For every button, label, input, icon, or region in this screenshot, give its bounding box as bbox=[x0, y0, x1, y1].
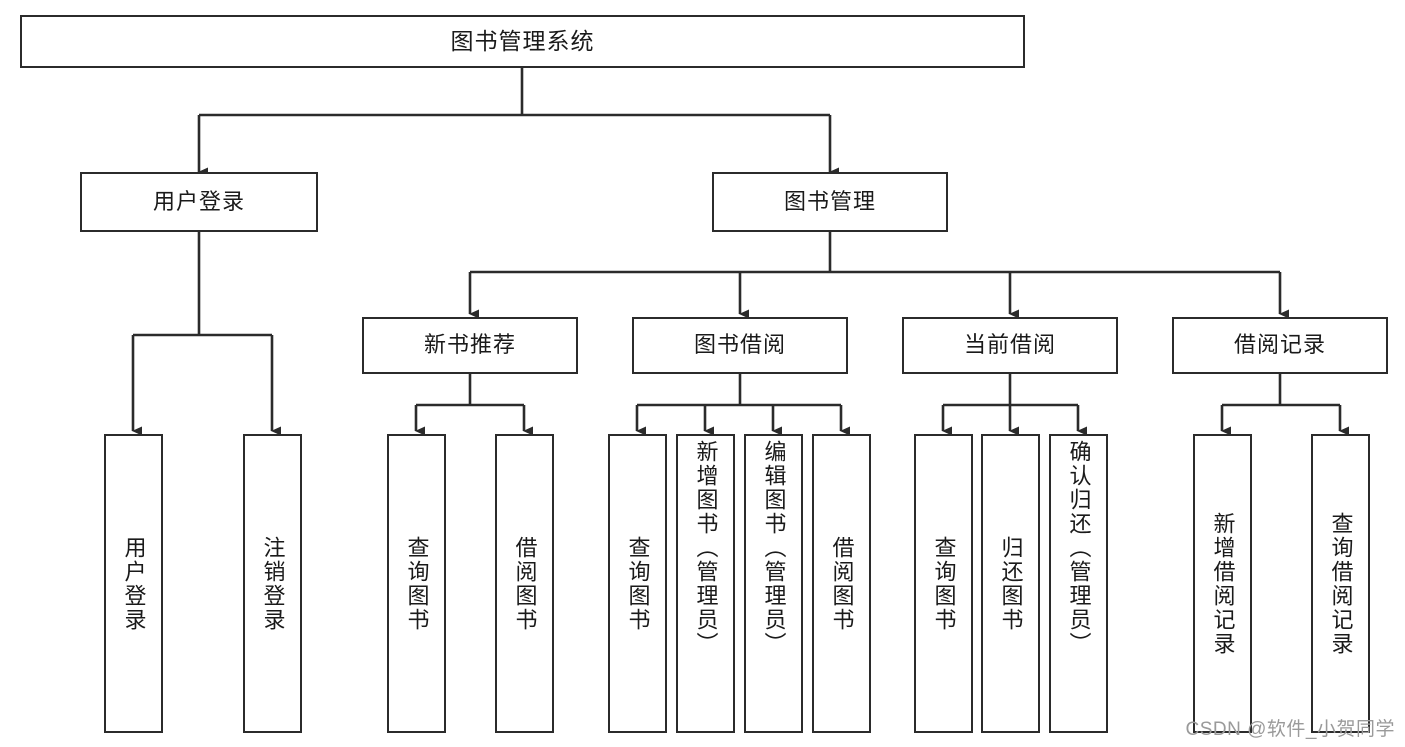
node-label: 查询借阅记录 bbox=[1328, 511, 1354, 656]
node-label: 图书管理系统 bbox=[450, 27, 595, 54]
node-label: 查询图书 bbox=[625, 535, 651, 632]
node-current-borrow[interactable]: 当前借阅 bbox=[902, 317, 1118, 374]
node-label: 借阅图书 bbox=[512, 535, 538, 632]
node-new-book-recommend[interactable]: 新书推荐 bbox=[362, 317, 578, 374]
node-label: 借阅图书 bbox=[829, 535, 855, 632]
node-label: 新增图书（管理员） bbox=[693, 440, 719, 656]
node-label: 图书借阅 bbox=[693, 332, 786, 358]
node-label: 用户登录 bbox=[152, 188, 245, 214]
node-leaf-borrow-book-new[interactable]: 借阅图书 bbox=[495, 434, 554, 733]
node-user-login[interactable]: 用户登录 bbox=[80, 172, 318, 232]
node-book-borrow[interactable]: 图书借阅 bbox=[632, 317, 848, 374]
node-label: 图书管理 bbox=[783, 188, 876, 214]
node-leaf-query-book-new[interactable]: 查询图书 bbox=[387, 434, 446, 733]
node-leaf-query-book-borrow[interactable]: 查询图书 bbox=[608, 434, 667, 733]
node-label: 编辑图书（管理员） bbox=[761, 440, 787, 656]
node-label: 查询图书 bbox=[931, 535, 957, 632]
node-leaf-user-login[interactable]: 用户登录 bbox=[104, 434, 163, 733]
node-label: 确认归还（管理员） bbox=[1066, 440, 1092, 656]
node-label: 归还图书 bbox=[998, 535, 1024, 632]
node-label: 借阅记录 bbox=[1233, 332, 1326, 358]
node-leaf-query-book-current[interactable]: 查询图书 bbox=[914, 434, 973, 733]
node-leaf-confirm-return-admin[interactable]: 确认归还（管理员） bbox=[1049, 434, 1108, 733]
node-label: 查询图书 bbox=[404, 535, 430, 632]
node-leaf-add-borrow-record[interactable]: 新增借阅记录 bbox=[1193, 434, 1252, 733]
node-label: 注销登录 bbox=[260, 535, 286, 632]
node-leaf-query-borrow-record[interactable]: 查询借阅记录 bbox=[1311, 434, 1370, 733]
node-book-management[interactable]: 图书管理 bbox=[712, 172, 948, 232]
node-borrow-record[interactable]: 借阅记录 bbox=[1172, 317, 1388, 374]
node-leaf-add-book-admin[interactable]: 新增图书（管理员） bbox=[676, 434, 735, 733]
node-leaf-edit-book-admin[interactable]: 编辑图书（管理员） bbox=[744, 434, 803, 733]
node-leaf-return-book[interactable]: 归还图书 bbox=[981, 434, 1040, 733]
node-leaf-logout[interactable]: 注销登录 bbox=[243, 434, 302, 733]
node-label: 用户登录 bbox=[121, 535, 147, 632]
node-label: 当前借阅 bbox=[963, 332, 1056, 358]
node-label: 新增借阅记录 bbox=[1210, 511, 1236, 656]
node-leaf-borrow-book[interactable]: 借阅图书 bbox=[812, 434, 871, 733]
node-root-system[interactable]: 图书管理系统 bbox=[20, 15, 1025, 68]
node-label: 新书推荐 bbox=[423, 332, 516, 358]
